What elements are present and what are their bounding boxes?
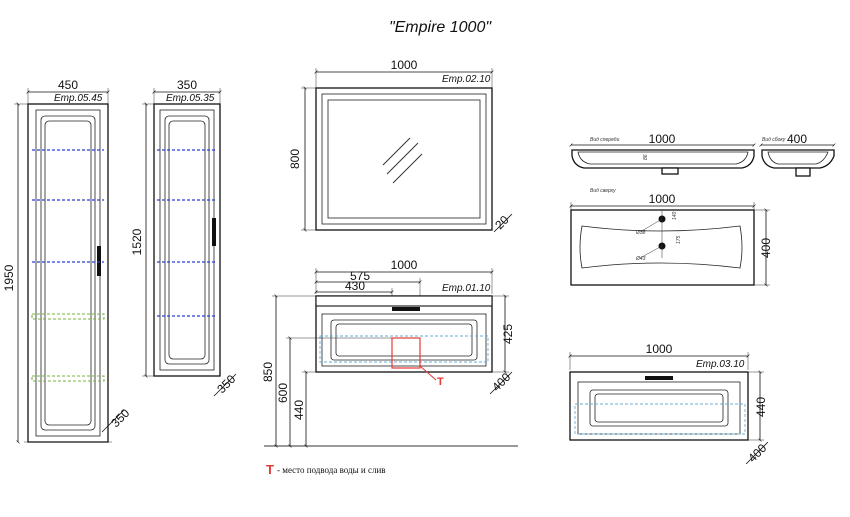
vanity: 1000 575 430 Emp.01.10 T 425 400 850 600 xyxy=(261,258,518,448)
mirror-height: 800 xyxy=(288,149,302,169)
sink-top-t2: 175 xyxy=(676,235,682,244)
sink-side-label: Вид сбоку xyxy=(762,137,786,143)
legend-marker: T xyxy=(266,462,274,477)
vanity-code: Emp.01.10 xyxy=(442,283,491,294)
vanity-width: 1000 xyxy=(391,258,418,272)
vanity-dim-600: 600 xyxy=(276,383,290,403)
sink-top-t1: 140 xyxy=(672,211,678,220)
low-cabinet: 1000 Emp.03.10 440 400 xyxy=(568,342,770,465)
tall-cabinet-width: 450 xyxy=(58,78,78,92)
vanity-dim-440: 440 xyxy=(292,400,306,420)
narrow-cabinet-height: 1520 xyxy=(130,228,144,255)
mirror-width: 1000 xyxy=(391,58,418,72)
tall-cabinet: 450 Emp.05.45 1950 350 xyxy=(2,78,133,444)
tall-cabinet-code: Emp.05.45 xyxy=(54,93,103,104)
sink-side-view: Вид сбоку 400 xyxy=(759,132,836,177)
legend: T - место подвода воды и слив xyxy=(266,462,386,477)
narrow-cabinet-code: Emp.05.35 xyxy=(166,93,215,104)
narrow-cabinet-width: 350 xyxy=(177,78,197,92)
sink-front-tiny-dim: 86 xyxy=(643,154,649,160)
sink-top-width: 1000 xyxy=(649,192,676,206)
vanity-marker: T xyxy=(437,376,444,388)
vanity-depth: 400 xyxy=(489,370,513,394)
sink-front-width: 1000 xyxy=(649,132,676,146)
vanity-floor-height: 850 xyxy=(261,362,275,382)
legend-text: - место подвода воды и слив xyxy=(277,465,386,475)
low-cabinet-code: Emp.03.10 xyxy=(696,359,745,370)
drawing-title: "Empire 1000" xyxy=(389,19,492,36)
sink-top-height: 400 xyxy=(759,238,773,258)
mirror-depth: 20 xyxy=(492,213,512,233)
sink-top-d38: Ø38 xyxy=(635,230,646,236)
sink-front-label: Вид спереди xyxy=(590,137,620,143)
mirror-code: Emp.02.10 xyxy=(442,74,491,85)
sink-top-d43: Ø43 xyxy=(635,256,646,262)
sink-top-label: Вид сверху xyxy=(590,188,616,194)
sink-top-view: Вид сверху 1000 Ø38 Ø43 140 175 400 xyxy=(569,188,773,287)
narrow-cabinet: 350 Emp.05.35 1520 350 xyxy=(130,78,239,397)
low-cabinet-width: 1000 xyxy=(646,342,673,356)
vanity-dim-430: 430 xyxy=(345,279,365,293)
low-cabinet-height: 440 xyxy=(754,397,768,417)
vanity-dim-575: 575 xyxy=(350,269,370,283)
vanity-height: 425 xyxy=(501,324,515,344)
tall-cabinet-height: 1950 xyxy=(2,264,16,291)
sink-side-width: 400 xyxy=(787,132,807,146)
tall-cabinet-depth: 350 xyxy=(108,406,132,430)
mirror: 1000 Emp.02.10 800 20 xyxy=(288,58,513,233)
sink-front-view: Вид спереди 1000 86 xyxy=(569,132,756,175)
